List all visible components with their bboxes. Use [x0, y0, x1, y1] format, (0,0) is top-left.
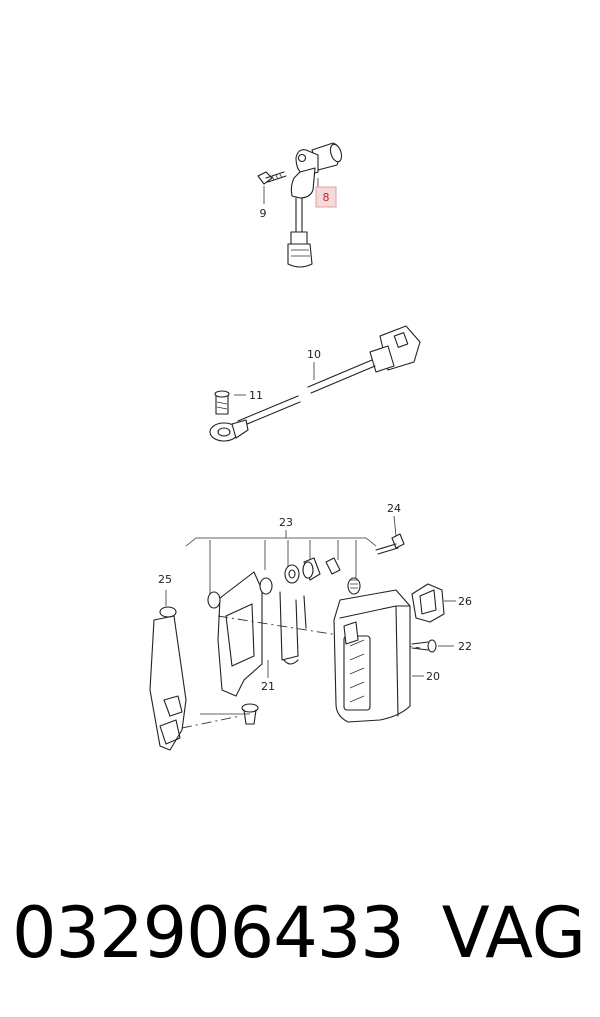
brand-name: VAG	[441, 892, 586, 974]
label-22: 22	[458, 640, 472, 653]
label-23: 23	[279, 516, 293, 529]
footer: 032906433 VAG	[0, 888, 600, 988]
parts-diagram: 8 9 10 11	[149, 142, 472, 751]
label-26: 26	[458, 595, 472, 608]
knock-sensor-assembly	[209, 325, 421, 442]
label-8: 8	[323, 191, 330, 204]
label-10: 10	[307, 348, 321, 361]
label-25: 25	[158, 573, 172, 586]
label-24: 24	[387, 502, 401, 515]
label-21: 21	[261, 680, 275, 693]
highlight-box-8	[315, 186, 337, 208]
part-number: 032906433	[12, 892, 405, 974]
label-9: 9	[260, 207, 267, 220]
label-20: 20	[426, 670, 440, 683]
control-unit-assembly	[149, 515, 456, 751]
speed-sensor-assembly	[257, 142, 343, 268]
label-11: 11	[249, 389, 263, 402]
